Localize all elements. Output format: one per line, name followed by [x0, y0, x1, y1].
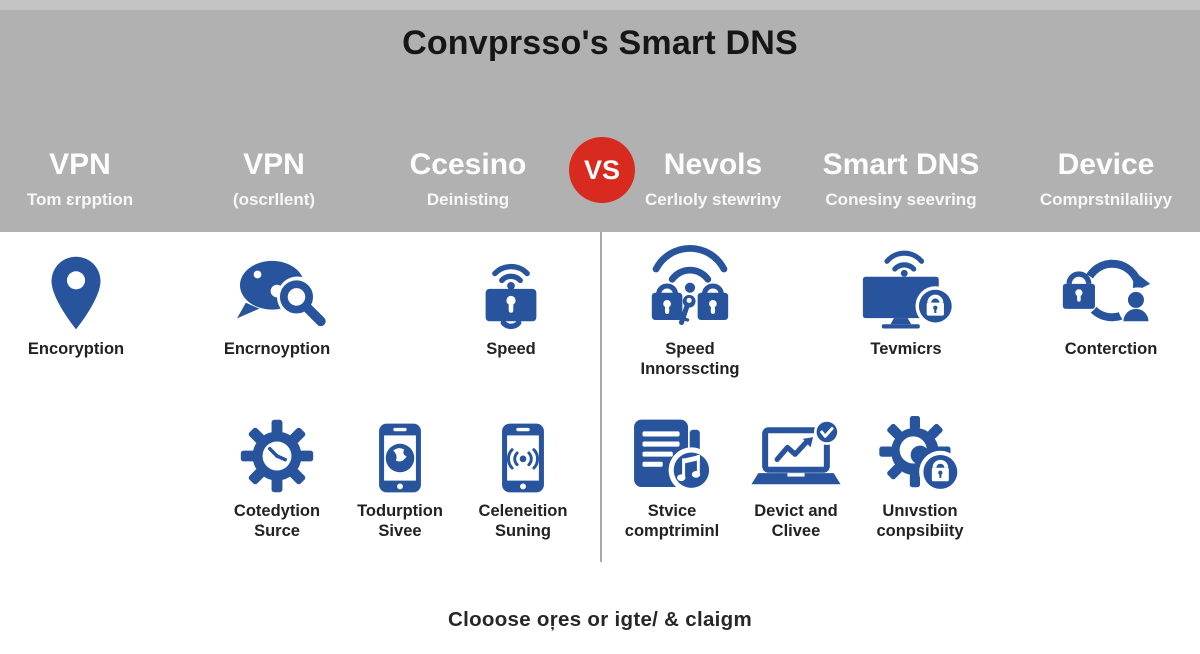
column-subtitle: Cerlıoly stewriny: [644, 190, 782, 209]
feature-label: Encoryption: [27, 340, 125, 358]
lock-wifi-icon: [485, 263, 537, 329]
feature-encryption: Encoryption: [0, 246, 171, 359]
vs-label: VS: [583, 154, 621, 185]
column-header-vpn-2: VPN (oscrllent): [159, 148, 389, 210]
column-subtitle: (oscrllent): [232, 190, 316, 209]
feature-speed-innorsscting: Speed Innorsscting: [595, 245, 785, 379]
feature-todurption: Todurption Sivee: [305, 418, 495, 541]
feature-label: Devict and Clivee: [754, 502, 838, 541]
column-header-device: Device Comprstnilaliiyy: [991, 148, 1200, 210]
column-header-ccesino: Ccesino Deinisting: [353, 148, 583, 210]
feature-label: Todurption Sivee: [357, 502, 443, 541]
column-title: VPN: [243, 148, 305, 181]
feature-label: Tevmicrs: [870, 340, 942, 358]
column-subtitle: Deinisting: [426, 190, 510, 209]
feature-label: Stvice comptriminl: [624, 502, 720, 541]
feature-label: Speed Innorsscting: [640, 340, 740, 379]
feature-label: Cotedytion Surce: [233, 502, 321, 541]
laptop-check-icon: [751, 419, 841, 485]
phone-globe-icon: [379, 423, 421, 493]
center-divider: [600, 232, 602, 562]
feature-chat-search: Encrnoyption: [182, 246, 372, 359]
column-title: Device: [1057, 148, 1155, 181]
column-subtitle: Conesiny seevring: [825, 190, 977, 209]
gear-lock-icon: [879, 416, 962, 494]
column-subtitle: Tom ɛrpption: [26, 190, 134, 209]
wifi-locks-key-icon: [651, 245, 729, 326]
feature-stvice: Stvice comptriminl: [577, 418, 767, 541]
feature-label: Celeneition Suning: [478, 502, 568, 541]
footer-text: Clooose oŗes or igte/ & claigm: [447, 608, 753, 631]
vs-badge: VS: [569, 137, 635, 203]
column-title: Ccesino: [409, 148, 527, 181]
column-title: Nevols: [663, 148, 763, 181]
feature-label: Speed: [486, 340, 536, 358]
feature-conterction: Conterction: [1016, 246, 1200, 359]
location-pin-icon: [51, 256, 101, 330]
column-header-smart-dns: Smart DNS Conesiny seevring: [786, 148, 1016, 210]
gear-clock-icon: [240, 419, 314, 493]
feature-celeneition: Celeneition Suning: [428, 418, 618, 541]
phone-signal-icon: [502, 423, 544, 493]
feature-unvstion: Unıvstion conpsibiity: [825, 416, 1015, 541]
feature-cotedytion: Cotedytion Surce: [182, 418, 372, 541]
feature-label: Encrnoyption: [223, 340, 331, 358]
column-header-vpn-1: VPN Tom ɛrpption: [0, 148, 195, 210]
feature-label: Conterction: [1064, 340, 1158, 358]
feature-label: Unıvstion conpsibiity: [876, 502, 964, 541]
tv-lock-icon: [862, 250, 956, 329]
column-title: VPN: [49, 148, 111, 181]
column-subtitle: Comprstnilaliiyy: [1039, 190, 1173, 209]
chat-search-icon: [237, 260, 326, 327]
document-music-icon: [634, 419, 715, 493]
feature-tevmicrs: Tevmicrs: [811, 246, 1001, 359]
feature-devict-clivee: Devict and Clivee: [701, 418, 891, 541]
column-header-nevols: Nevols Cerlıoly stewriny: [598, 148, 828, 210]
column-title: Smart DNS: [822, 148, 980, 181]
feature-speed: Speed: [416, 246, 606, 359]
page-title: Convprsso's Smart DNS: [402, 24, 798, 62]
sync-lock-user-icon: [1061, 259, 1158, 327]
